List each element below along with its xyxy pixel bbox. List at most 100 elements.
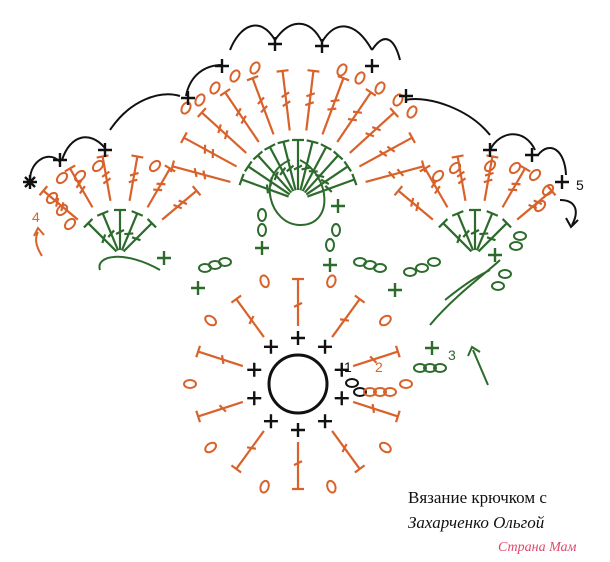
chain-stitch xyxy=(183,379,197,389)
sc-stitch xyxy=(181,91,195,105)
chain-stitch xyxy=(259,274,270,289)
sc-stitch xyxy=(483,143,497,157)
chain-stitch xyxy=(363,387,377,397)
dc-stitch xyxy=(451,210,475,251)
dc-stitch xyxy=(365,160,427,183)
sc-stitch xyxy=(318,414,333,429)
sc-stitch xyxy=(365,59,379,73)
sc-stitch xyxy=(318,339,333,354)
round-5-arrow-head xyxy=(565,217,579,229)
credit-line-1: Вязание крючком с xyxy=(408,488,547,507)
sc-stitch xyxy=(247,362,262,377)
sc-stitch xyxy=(291,331,305,345)
chain-stitch xyxy=(345,378,359,388)
chain-stitch xyxy=(204,314,218,327)
dc-stitch xyxy=(246,75,275,135)
chain-stitch xyxy=(433,363,447,373)
magic-ring xyxy=(267,353,329,415)
chain-stitch xyxy=(180,101,192,115)
dc-stitch xyxy=(321,75,350,135)
dc-stitch xyxy=(292,442,304,491)
chain-stitch xyxy=(331,223,341,237)
chain-stitch xyxy=(209,81,221,95)
round-number-3: 3 xyxy=(448,347,456,363)
chain-stitch xyxy=(259,479,270,494)
dc-stitch xyxy=(96,210,120,251)
chain-stitch xyxy=(45,191,59,205)
dc-stitch xyxy=(469,208,481,250)
chain-stitch xyxy=(427,257,441,267)
dc-stitch xyxy=(393,185,434,221)
chain-stitch xyxy=(378,314,392,327)
chain-stitch xyxy=(73,169,87,183)
left-loop-arc xyxy=(98,255,161,271)
dc-stitch xyxy=(352,345,401,368)
chain-stitch xyxy=(373,263,387,273)
dc-stitch xyxy=(305,160,353,196)
dc-stitch xyxy=(303,150,344,194)
dc-stitch xyxy=(96,154,112,202)
chain-stitch xyxy=(194,93,206,107)
chain-stitch xyxy=(148,159,162,173)
sc-stitch xyxy=(315,39,329,53)
sc-stitch xyxy=(268,37,282,51)
chain-stitch xyxy=(326,274,337,289)
dc-stitch xyxy=(169,160,231,183)
right-loop-arc-inner xyxy=(444,269,491,301)
dc-stitch xyxy=(195,345,244,368)
dc-stitch xyxy=(301,143,332,192)
dc-stitch xyxy=(264,143,295,192)
dc-stitch xyxy=(180,131,238,168)
chain-stitch xyxy=(257,223,267,237)
round-number-5: 5 xyxy=(576,177,584,193)
chain-stitch xyxy=(378,441,392,454)
dc-stitch xyxy=(307,173,358,198)
sc-stitch xyxy=(488,248,502,262)
chain-stitch xyxy=(55,171,69,185)
chain-stitch xyxy=(513,231,527,241)
sc-stitch xyxy=(215,59,229,73)
chain-stitch xyxy=(63,217,77,231)
dc-stitch xyxy=(243,160,291,196)
chain-stitch xyxy=(483,159,497,173)
chain-stitch xyxy=(403,267,417,277)
chain-stitch xyxy=(508,161,522,175)
sc-stitch xyxy=(247,391,262,406)
chain-stitch xyxy=(91,159,105,173)
dc-stitch xyxy=(122,218,157,253)
dc-stitch xyxy=(475,210,499,251)
chain-stitch xyxy=(229,69,241,83)
right-edge-arc xyxy=(537,147,567,176)
chain-stitch xyxy=(415,263,429,273)
round-3-arrow-head xyxy=(467,345,481,357)
chain-stitch xyxy=(423,363,437,373)
dc-stitch xyxy=(195,400,244,423)
sc-stitch xyxy=(157,251,171,265)
chain-stitch xyxy=(325,238,335,252)
chain-stitch xyxy=(383,387,397,397)
dc-stitch xyxy=(161,185,202,221)
sc-stitch xyxy=(331,199,345,213)
sc-stitch xyxy=(425,341,439,355)
sc-stitch xyxy=(263,339,278,354)
sc-stitch xyxy=(191,281,205,295)
right-loop-arc xyxy=(429,259,501,326)
sc-stitch xyxy=(53,153,67,167)
chain-stitch xyxy=(533,199,547,213)
dc-stitch xyxy=(83,218,118,253)
round-number-4: 4 xyxy=(32,209,40,225)
dc-stitch xyxy=(230,294,265,338)
chain-stitch xyxy=(204,441,218,454)
sc-stitch xyxy=(323,258,337,272)
round-number-1: 1 xyxy=(344,359,352,375)
dc-stitch xyxy=(128,154,144,202)
chain-stitch xyxy=(541,183,555,197)
dc-stitch xyxy=(477,218,512,253)
sc-stitch xyxy=(555,175,569,189)
chain-stitch xyxy=(373,387,387,397)
dc-stitch xyxy=(114,208,126,250)
chain-stitch xyxy=(353,387,367,397)
left-connector-arc xyxy=(109,93,181,131)
